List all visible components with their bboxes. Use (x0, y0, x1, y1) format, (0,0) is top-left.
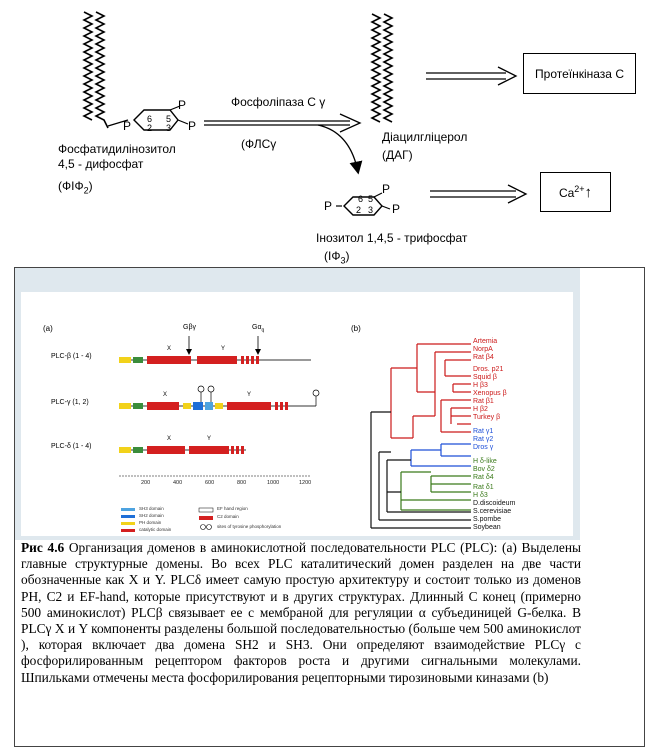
g-beta-gamma-label: Gβγ (183, 324, 196, 331)
tree-label: Xenopus β (473, 390, 507, 397)
tree-label: Rat δ1 (473, 484, 494, 491)
pip2-ring-5: 5 (166, 114, 172, 124)
tree-label: H β2 (473, 406, 488, 413)
tree-label: Bov δ2 (473, 466, 495, 473)
ip3-inositol-ring (336, 192, 391, 216)
tree-label: H β3 (473, 382, 488, 389)
caption-text: Организация доменов в аминокислотной пос… (21, 540, 581, 685)
tree-label: Soybean (473, 524, 501, 531)
tree-label: Rat γ2 (473, 436, 494, 443)
pip2-p2-label: P (178, 98, 187, 112)
dag-abbr: (ДАГ) (382, 148, 413, 162)
beta-domain-x: X (167, 346, 172, 352)
dag-lipid-tails (370, 13, 394, 123)
ip3-ring-6: 6 (358, 194, 364, 204)
pip2-ring-3: 3 (166, 123, 172, 133)
scale-tick: 200 (141, 480, 151, 486)
pip2-p3-label: P (188, 119, 197, 133)
figure-image-inner: (a) Gβγ Gαq (21, 292, 573, 536)
dag-name: Діацилгліцерол (382, 130, 468, 144)
figure-caption: Рис 4.6 Организация доменов в аминокисло… (21, 540, 581, 686)
enzyme-abbr: (ФЛСγ (241, 137, 277, 151)
legend-c2: C2 domain (217, 514, 239, 519)
tree-label: Turkey β (473, 414, 501, 421)
figure-image-panel: (a) Gβγ Gαq (15, 268, 580, 540)
legend-ef-hand: EF hand region (217, 506, 248, 511)
legend-sh2: SH2 domain (139, 513, 164, 518)
pip2-lipid-tails (82, 11, 109, 129)
ip3-name: Інозитол 1,4,5 - трифосфат (316, 231, 468, 245)
tree-label: Squid β (473, 374, 497, 381)
pip2-name-line2: 4,5 - дифосфат (58, 157, 144, 171)
pip2-inositol-ring (107, 105, 189, 131)
legend-sh3: SH3 domain (139, 506, 164, 511)
panel-b-label: (b) (351, 324, 361, 333)
tree-label: S.pombe (473, 516, 502, 523)
ip3-abbr: (ІФ3) (324, 249, 350, 266)
pkc-label: Протеїнкіназа С (535, 66, 624, 81)
tree-label: Rat β1 (473, 398, 494, 405)
tree-label: Rat β4 (473, 354, 494, 361)
dag-to-pkc-arrow (426, 66, 518, 86)
enzyme-name: Фосфоліпаза С γ (231, 95, 326, 109)
ip3-p1-label: P (324, 199, 333, 213)
ip3-ring-3: 3 (368, 205, 374, 215)
ip3-ring-2: 2 (356, 205, 362, 215)
ip3-ring-5: 5 (368, 194, 374, 204)
phylogenetic-tree (370, 343, 471, 529)
scale-tick: 600 (205, 480, 215, 486)
construct-plc-beta: PLC-β (1 - 4) (51, 353, 92, 360)
beta-domain-y: Y (221, 346, 226, 352)
delta-domain-y: Y (207, 436, 212, 442)
construct-plc-delta: PLC-δ (1 - 4) (51, 443, 92, 450)
tree-label: Rat γ1 (473, 428, 494, 435)
gamma-domain-y: Y (247, 392, 252, 398)
pkc-box: Протеїнкіназа С (523, 53, 636, 94)
pip2-p1-label: P (123, 119, 132, 133)
gamma-domain-x: X (163, 392, 168, 398)
tree-label: NorpA (473, 346, 493, 353)
legend-catalytic: catalytic domain (139, 527, 172, 532)
tree-label: H δ-like (473, 458, 497, 465)
tree-label: H δ3 (473, 492, 488, 499)
caption-title: Рис 4.6 (21, 540, 65, 555)
tree-label: Rat δ4 (473, 474, 494, 481)
delta-domain-x: X (167, 436, 172, 442)
pip2-name-line1: Фосфатидилінозитол (58, 142, 176, 156)
tree-label: D.discoideum (473, 500, 516, 507)
figure-plc-domains: (a) Gβγ Gαq (14, 267, 645, 747)
scale-tick: 800 (237, 480, 247, 486)
g-alpha-label: Gαq (252, 324, 265, 334)
legend-ph: PH domain (139, 520, 162, 525)
ip3-to-ca-arrow (430, 184, 528, 204)
hydrolysis-arrows (204, 113, 363, 175)
ip3-p2-label: P (382, 182, 391, 196)
scale-tick: 400 (173, 480, 183, 486)
tree-label: Artemia (473, 338, 498, 345)
ca-label: Ca2+↑ (558, 183, 593, 201)
pip2-abbr: (ФІФ2) (58, 179, 93, 196)
tree-label: Dros. p21 (473, 366, 504, 373)
tree-label: Dros γ (473, 444, 494, 451)
ca-box: Ca2+↑ (540, 172, 611, 212)
tree-label: S.cerevisiae (473, 508, 512, 515)
ip3-p3-label: P (392, 202, 401, 216)
legend-tyr-sites: sites of tyrosine phosphorylation (217, 524, 282, 529)
construct-plc-gamma: PLC-γ (1, 2) (51, 399, 89, 406)
scale-tick: 1000 (267, 480, 280, 486)
scale-tick: 1200 (299, 480, 312, 486)
pip2-ring-2: 2 (147, 123, 153, 133)
domain-architecture (119, 336, 320, 532)
pip2-ring-6: 6 (147, 114, 153, 124)
panel-a-label: (a) (43, 324, 53, 333)
